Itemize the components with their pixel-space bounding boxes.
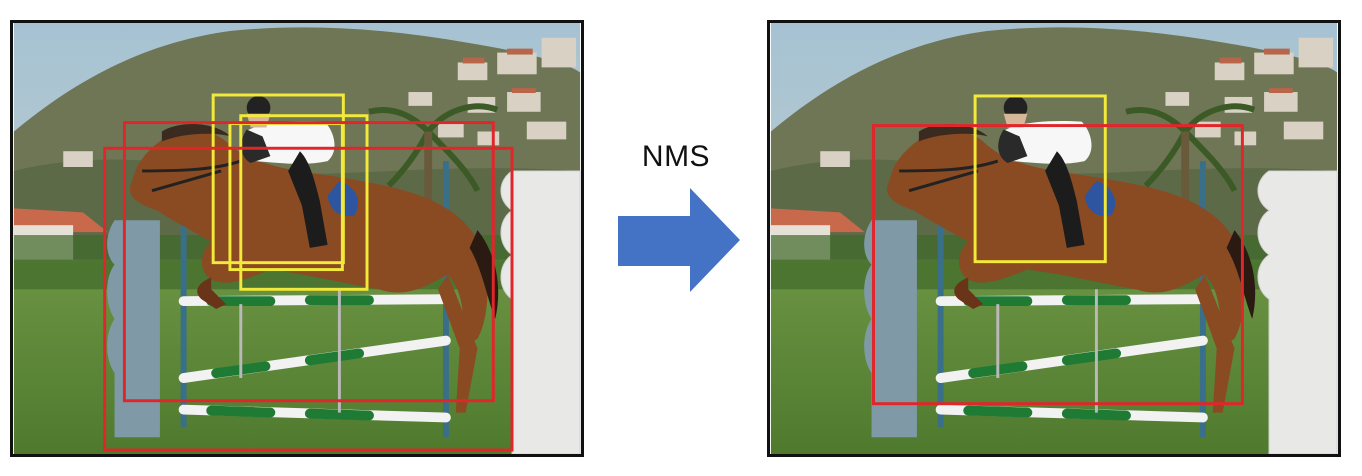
horse-box — [122, 121, 495, 403]
right-arrow-icon — [618, 188, 740, 292]
input-image-panel — [10, 20, 584, 457]
horse-box — [103, 146, 514, 452]
nms-label: NMS — [641, 140, 711, 173]
detection-boxes-before — [103, 93, 514, 452]
person-box — [228, 122, 344, 272]
person-box — [211, 93, 345, 265]
horse-box — [872, 124, 1244, 406]
detection-boxes-after — [872, 94, 1244, 406]
person-box — [973, 94, 1107, 264]
person-box — [239, 114, 369, 291]
output-image-panel — [767, 20, 1341, 457]
